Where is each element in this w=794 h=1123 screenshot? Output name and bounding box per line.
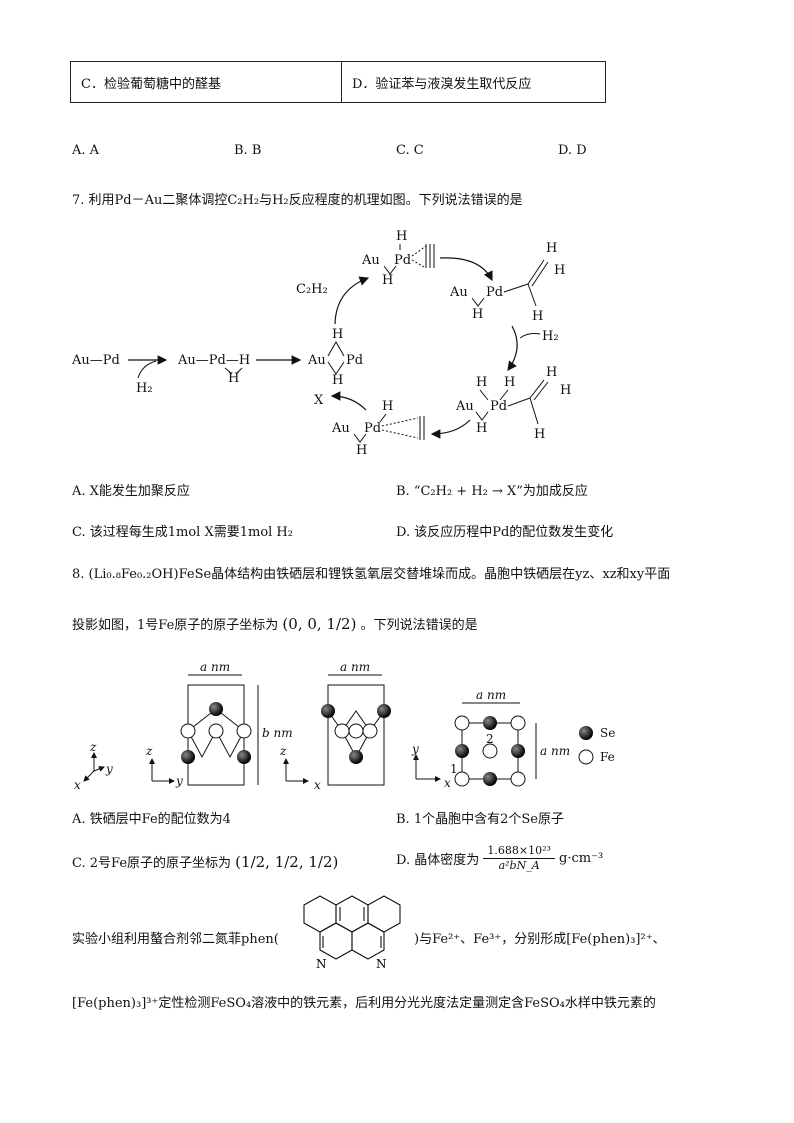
- axis-x: x: [74, 778, 81, 792]
- axis-z: z: [89, 740, 97, 754]
- h-atom: H: [546, 241, 557, 256]
- h-atom: H: [534, 427, 545, 442]
- q8-choice-d[interactable]: D. 晶体密度为 1.688×10²³ a²bN_A g·cm⁻³: [396, 844, 603, 873]
- legend-se: Se: [600, 726, 615, 740]
- fe-label-2: 2: [486, 732, 494, 746]
- q6-choice-d[interactable]: D. D: [558, 143, 587, 158]
- phen-n-left: N: [316, 957, 327, 971]
- au-label: Au: [361, 253, 380, 268]
- au-label: Au: [455, 399, 474, 414]
- pd-label: Pd: [346, 353, 363, 368]
- h-atom: H: [476, 421, 487, 436]
- q7-mechanism-diagram: Au—Pd H₂ Au—Pd—H H Au Pd H H C₂H₂ Au Pd …: [71, 229, 571, 458]
- h2-label-1: H₂: [136, 381, 153, 396]
- h-atom: H: [332, 373, 343, 388]
- h-atom: H: [382, 399, 393, 414]
- h-atom: H: [472, 307, 483, 322]
- pd-label: Pd: [486, 285, 503, 300]
- h-atom: H: [560, 383, 571, 398]
- q6-choice-c[interactable]: C. C: [396, 143, 424, 158]
- q7-choice-b[interactable]: B. “C₂H₂ + H₂ → X”为加成反应: [396, 484, 588, 499]
- fe-label-1: 1: [450, 762, 458, 776]
- au-label: Au: [331, 421, 350, 436]
- h-atom: H: [546, 365, 557, 380]
- q8-fe2-coordinate: (1/2, 1/2, 1/2): [235, 853, 339, 871]
- q8-fe1-coordinate: (0, 0, 1/2): [282, 615, 357, 633]
- h2-label-2: H₂: [542, 329, 559, 344]
- au-label: Au: [307, 353, 326, 368]
- options-table: C．检验葡萄糖中的醛基 D．验证苯与液溴发生取代反应: [70, 61, 606, 103]
- q8-crystal-projection-figure: z y x a nm b nm z y a nm z x: [74, 660, 615, 792]
- axis-x: x: [314, 778, 321, 792]
- q7-choice-c[interactable]: C. 该过程每生成1mol X需要1mol H₂: [72, 525, 293, 540]
- h-atom: H: [332, 327, 343, 342]
- axis-x: x: [444, 776, 451, 790]
- q8-choice-c[interactable]: C. 2号Fe原子的原子坐标为 (1/2, 1/2, 1/2): [72, 852, 338, 871]
- c2h2-label: C₂H₂: [296, 282, 328, 297]
- a-nm-label-vertical: a nm: [540, 744, 570, 758]
- option-c-cell: C．检验葡萄糖中的醛基: [70, 61, 342, 103]
- axis-y: y: [175, 774, 183, 788]
- axis-y: y: [105, 762, 113, 776]
- q8-choice-b[interactable]: B. 1个晶胞中含有2个Se原子: [396, 812, 564, 827]
- phen-structure: N N: [303, 895, 401, 971]
- passage-line2: [Fe(phen)₃]³⁺定性检测FeSO₄溶液中的铁元素，后利用分光光度法定量…: [72, 996, 656, 1011]
- axis-z: z: [145, 744, 153, 758]
- option-d-cell: D．验证苯与液溴发生取代反应: [341, 61, 606, 103]
- q6-choice-a[interactable]: A. A: [72, 143, 100, 158]
- x-product: X: [314, 393, 324, 408]
- a-nm-label: a nm: [476, 688, 506, 702]
- a-nm-label: a nm: [200, 660, 230, 674]
- b-nm-label: b nm: [262, 726, 293, 740]
- h-atom: H: [504, 375, 515, 390]
- h-atom: H: [382, 273, 393, 288]
- pd-label: Pd: [490, 399, 507, 414]
- q8-choice-a[interactable]: A. 铁硒层中Fe的配位数为4: [72, 812, 231, 827]
- q7-choice-d[interactable]: D. 该反应历程中Pd的配位数发生变化: [396, 525, 614, 540]
- q6-choice-b[interactable]: B. B: [234, 143, 262, 158]
- q8-stem-line1: 8. (Li₀.₈Fe₀.₂OH)FeSe晶体结构由铁硒层和锂铁氢氧层交替堆垛而…: [72, 567, 671, 582]
- q8-choice-c-text: C. 2号Fe原子的原子坐标为: [72, 856, 232, 871]
- au-label: Au: [449, 285, 468, 300]
- density-numerator: 1.688×10²³: [483, 844, 555, 859]
- legend-fe: Fe: [600, 750, 615, 764]
- axis-y: y: [411, 742, 419, 756]
- h-atom: H: [532, 309, 543, 324]
- passage-line1-b: )与Fe²⁺、Fe³⁺，分别形成[Fe(phen)₃]²⁺、: [414, 932, 666, 947]
- q8-stem-line2: 投影如图，1号Fe原子的原子坐标为 (0, 0, 1/2) 。下列说法错误的是: [72, 614, 478, 633]
- au-pd-species: Au—Pd: [71, 353, 120, 368]
- density-denominator: a²bN_A: [498, 859, 540, 872]
- passage-line1-a: 实验小组利用螯合剂邻二氮菲phen(: [72, 932, 279, 947]
- h-atom: H: [356, 443, 367, 458]
- pd-label: Pd: [394, 253, 411, 268]
- q7-choice-a[interactable]: A. X能发生加聚反应: [72, 484, 190, 499]
- au-pd-h-species: Au—Pd—H: [177, 353, 250, 368]
- h-atom: H: [476, 375, 487, 390]
- a-nm-label: a nm: [340, 660, 370, 674]
- q8-stem-text-a: 投影如图，1号Fe原子的原子坐标为: [72, 618, 279, 633]
- q8-stem-text-b: 。下列说法错误的是: [360, 618, 478, 633]
- phen-n-right: N: [376, 957, 387, 971]
- density-unit: g·cm⁻³: [559, 851, 604, 866]
- h-atom: H: [396, 229, 407, 244]
- q8-choice-d-text: D. 晶体密度为: [396, 853, 480, 868]
- pd-label: Pd: [364, 421, 381, 436]
- h-atom: H: [554, 263, 565, 278]
- axis-z: z: [279, 744, 287, 758]
- h-atom: H: [228, 371, 239, 386]
- q7-stem: 7. 利用Pd－Au二聚体调控C₂H₂与H₂反应程度的机理如图。下列说法错误的是: [72, 193, 523, 208]
